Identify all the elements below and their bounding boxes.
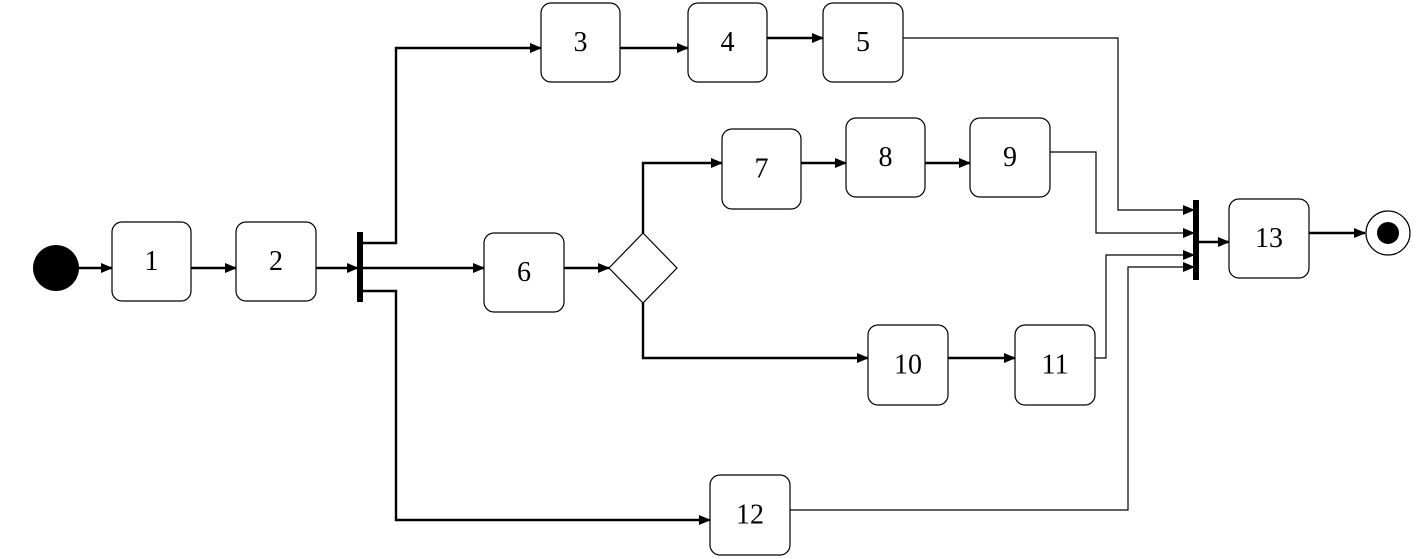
activity-6: 6 — [483, 232, 565, 313]
end-node — [1365, 210, 1411, 256]
flow-11-to-join — [1095, 250, 1195, 359]
flow-9-to-join — [1050, 151, 1195, 238]
activity-7: 7 — [721, 128, 802, 210]
activity-label: 8 — [879, 142, 893, 173]
join-bar — [1193, 200, 1199, 280]
activity-4: 4 — [687, 2, 768, 83]
flow-5-to-join — [903, 37, 1195, 215]
activity-label: 5 — [856, 27, 870, 58]
activity-8: 8 — [845, 117, 926, 198]
activity-label: 3 — [574, 27, 588, 58]
decision-node — [608, 232, 678, 304]
flow-fork-to-3 — [362, 43, 542, 245]
activity-label: 6 — [517, 257, 531, 288]
activity-label: 1 — [145, 246, 159, 277]
flow-decision-to-7 — [641, 158, 723, 233]
activity-label: 2 — [269, 246, 283, 277]
activity-label: 13 — [1255, 223, 1283, 254]
activity-11: 11 — [1014, 324, 1096, 406]
activity-label: 9 — [1003, 142, 1017, 173]
activity-label: 11 — [1042, 350, 1069, 381]
activity-10: 10 — [867, 324, 949, 406]
flow-fork-to-12 — [362, 289, 711, 525]
activity-label: 4 — [721, 27, 735, 58]
activity-9: 9 — [969, 117, 1051, 198]
activity-label: 7 — [755, 154, 769, 185]
flow-12-to-join — [790, 262, 1195, 511]
fork-bar — [357, 232, 363, 302]
flows — [78, 33, 1366, 525]
activity-2: 2 — [235, 221, 317, 302]
activity-3: 3 — [540, 2, 621, 83]
start-node — [33, 245, 79, 291]
activity-5: 5 — [822, 2, 904, 83]
activity-12: 12 — [709, 474, 791, 556]
flow-decision-to-10 — [641, 303, 869, 363]
activity-label: 10 — [894, 350, 922, 381]
activity-13: 13 — [1228, 198, 1310, 279]
activity-label: 12 — [736, 500, 764, 531]
activity-1: 1 — [111, 221, 192, 302]
